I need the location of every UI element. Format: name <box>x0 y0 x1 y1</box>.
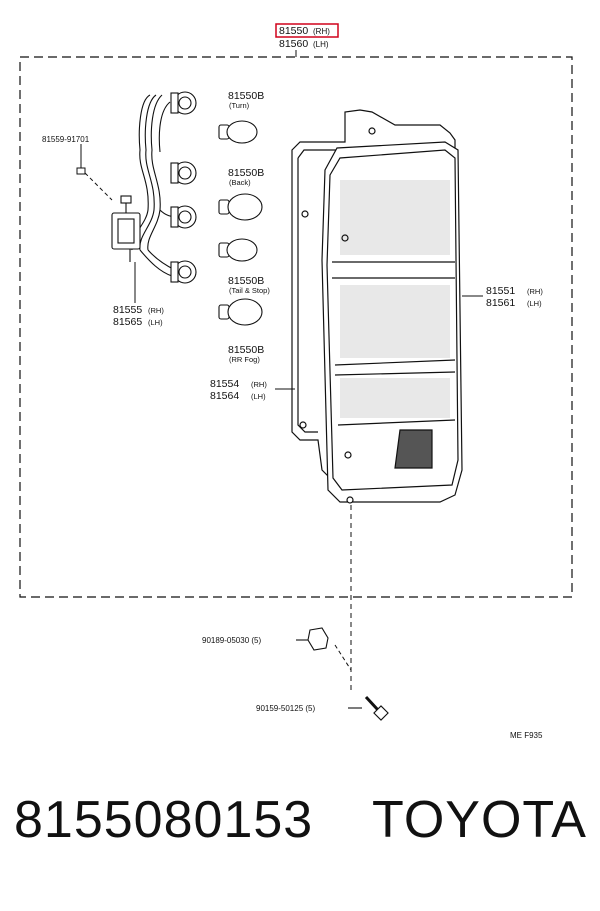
socket-part-rh[interactable]: 81555 <box>113 304 142 316</box>
bulb-fog-part[interactable]: 81550B <box>228 344 264 356</box>
assembly-part-lh-suffix: (LH) <box>313 40 329 49</box>
bulb-fog-note: (RR Fog) <box>229 355 260 364</box>
gasket-part-lh-suffix: (LH) <box>251 392 266 401</box>
socket-part-rh-suffix: (RH) <box>148 306 164 315</box>
figure-code: ME F935 <box>510 731 543 740</box>
lens-part-lh[interactable]: 81561 <box>486 297 515 309</box>
bulb-turn-note: (Turn) <box>229 101 250 110</box>
gasket-part-rh-suffix: (RH) <box>251 380 267 389</box>
gasket-part-lh[interactable]: 81564 <box>210 390 239 402</box>
footer: 8155080153 TOYOTA <box>0 790 600 880</box>
bulb-tail-note: (Tail & Stop) <box>229 286 270 295</box>
nut-drawing <box>296 627 329 651</box>
bolt-drawing <box>348 695 389 721</box>
screw-part-label[interactable]: 81559-91701 <box>42 135 90 144</box>
gasket-part-rh[interactable]: 81554 <box>210 378 239 390</box>
bulb-back-note: (Back) <box>229 178 251 187</box>
bulb-drawings <box>218 120 263 326</box>
socket-part-lh[interactable]: 81565 <box>113 316 142 328</box>
assembly-part-rh: 81550 <box>279 25 308 37</box>
lens-part-rh-suffix: (RH) <box>527 287 543 296</box>
socket-harness-drawing <box>111 91 197 284</box>
fastener-dash-line-2 <box>334 644 352 671</box>
lamp-housing-drawing <box>291 109 463 504</box>
bulb-back-part[interactable]: 81550B <box>228 167 264 179</box>
socket-part-lh-suffix: (LH) <box>148 318 163 327</box>
screw-drawing <box>76 144 113 201</box>
assembly-part-rh-suffix: (RH) <box>313 27 330 36</box>
bulb-tail-part[interactable]: 81550B <box>228 275 264 287</box>
bolt-part-label[interactable]: 90159-50125 (5) <box>256 704 315 713</box>
footer-part-number: 8155080153 <box>14 791 314 849</box>
lens-part-lh-suffix: (LH) <box>527 299 542 308</box>
assembly-part-lh: 81560 <box>279 38 308 50</box>
footer-brand: TOYOTA <box>372 791 587 849</box>
highlight-box <box>275 23 339 38</box>
parts-diagram: 81550 (RH) 81560 (LH) <box>19 23 573 740</box>
nut-part-label[interactable]: 90189-05030 (5) <box>202 636 261 645</box>
lens-part-rh[interactable]: 81551 <box>486 285 515 297</box>
bulb-turn-part[interactable]: 81550B <box>228 90 264 102</box>
assembly-label[interactable]: 81550 (RH) 81560 (LH) <box>275 23 339 50</box>
